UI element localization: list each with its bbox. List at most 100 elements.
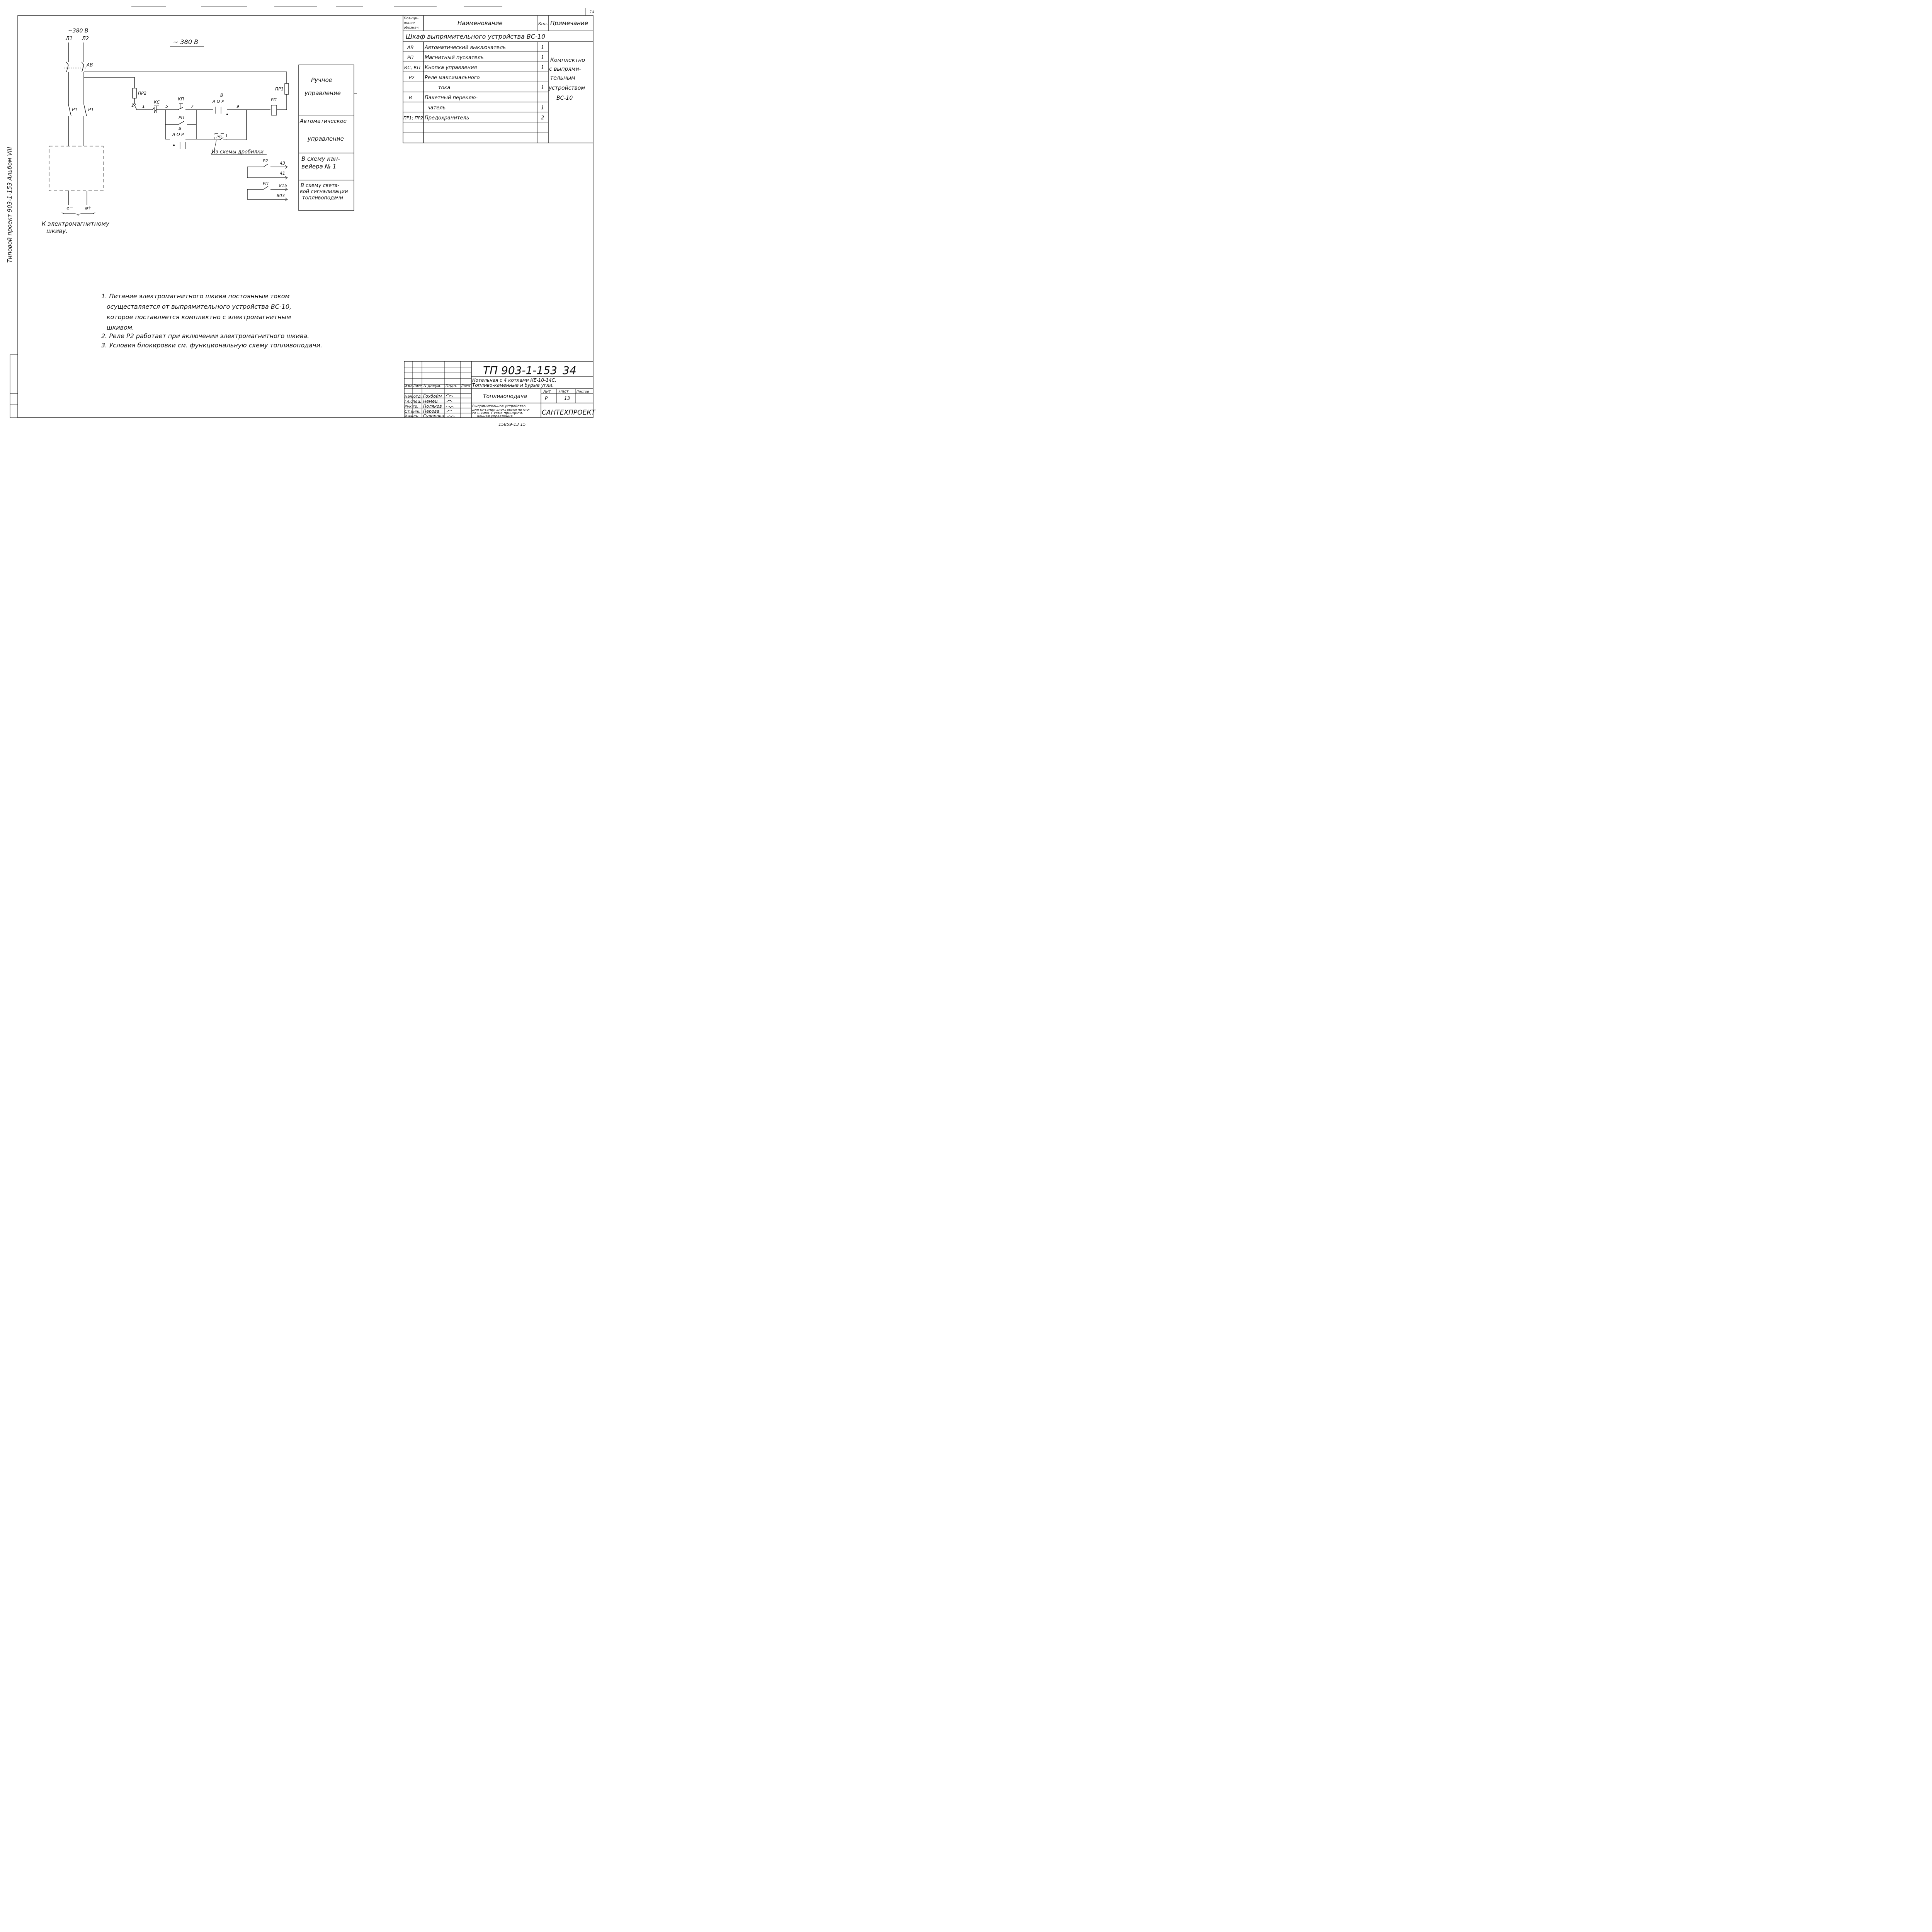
remote-contact-label: РП xyxy=(216,135,222,139)
button-ks-label: КС xyxy=(154,100,160,105)
node-9: 9 xyxy=(236,104,239,109)
wire-803: 803 xyxy=(277,193,285,198)
drawing-title-3: го шкива. Схема принципи- xyxy=(472,412,523,415)
node-1b: 1 xyxy=(142,104,145,109)
row-name: Автоматический выключатель xyxy=(424,45,506,51)
row-qty: 2 xyxy=(541,115,544,121)
row-qty: 1 xyxy=(541,65,544,71)
supply-center-voltage: ~ 380 В xyxy=(173,38,198,46)
note-1-line-2: осуществляется от выпрямительного устрой… xyxy=(107,303,291,310)
supply-left-voltage: ~380 В xyxy=(68,28,88,34)
mode-conveyor-2: вейера № 1 xyxy=(301,163,336,170)
lit-value: Р xyxy=(545,396,548,401)
header-pos-1: Позици- xyxy=(404,17,418,20)
group-title: Шкаф выпрямительного устройства ВС-10 xyxy=(406,33,545,40)
row-pos: АВ xyxy=(407,45,413,50)
load-caption-2: шкиву. xyxy=(46,228,68,235)
doc-number: ТП 903-1-153 xyxy=(483,364,557,377)
side-stamp: Типовой проект 903-1-153 Альбом VIII xyxy=(6,147,13,263)
power-circuit: ~380 В Л1 Л2 АВ Р1 Р1 ⌀− ⌀+ К электромаг… xyxy=(42,28,287,235)
note-1-line-4: шкивом. xyxy=(107,324,134,331)
fuse-pr2 xyxy=(132,88,137,99)
row-qty: 1 xyxy=(541,55,544,61)
mode-auto-1: Автоматическое xyxy=(299,118,347,124)
sheet-code: 34 xyxy=(563,364,577,377)
staff-name: Поляков xyxy=(423,404,442,409)
load-caption-1: К электромагнитному xyxy=(42,220,110,227)
row-pos: Р2 xyxy=(409,75,415,80)
sheet-frame xyxy=(17,15,594,418)
note-line-1: Комплектно xyxy=(550,57,585,63)
corner-mark: 14 xyxy=(590,10,595,14)
note-1-line-1: 1. Питание электромагнитного шкива посто… xyxy=(101,293,290,300)
node-1: 1 xyxy=(131,103,134,108)
rectifier-box xyxy=(49,146,104,191)
stamp-number: 15859-13 15 xyxy=(498,422,526,427)
staff-name: Гохбойм xyxy=(423,394,442,399)
switch-aop-bottom: А О Р xyxy=(172,132,184,137)
header-pos-2: онное xyxy=(404,21,415,25)
note-line-5: ВС-10 xyxy=(556,95,573,101)
remote-contact-caption: Из схемы дробилки xyxy=(212,149,264,155)
row-qty: 1 xyxy=(541,85,544,91)
mode-auto-2: управление xyxy=(307,135,344,142)
mode-signal-1: В схему света- xyxy=(301,183,340,189)
row-pos: РП xyxy=(407,55,413,60)
node-5: 5 xyxy=(165,104,168,109)
row-pos: В xyxy=(409,95,412,100)
note-line-2: с выпрями- xyxy=(549,66,581,72)
staff-name: Немец xyxy=(423,399,438,404)
col-list: Лист xyxy=(413,384,422,388)
phase-l2-label: Л2 xyxy=(82,36,89,42)
col-doc: N докум. xyxy=(423,384,441,388)
fuse-pr1-label: ПР1 xyxy=(275,87,284,92)
note-3: 3. Условия блокировки см. функциональную… xyxy=(101,342,322,349)
switch-v-bottom: В xyxy=(179,126,182,131)
sheet-label: Лист xyxy=(558,389,569,394)
staff-role: Инжен. xyxy=(405,414,420,418)
header-name: Наименование xyxy=(457,20,503,27)
note-line-3: тельным xyxy=(550,75,575,81)
staff-role: Гл.спец. xyxy=(405,400,421,404)
row-name: Предохранитель xyxy=(425,115,469,121)
staff-role: Ст.инж. xyxy=(405,410,420,414)
header-qty: Кол. xyxy=(538,21,548,26)
note-1-line-3: которое поставляется комплектно с электр… xyxy=(107,313,291,321)
notes: 1. Питание электромагнитного шкива посто… xyxy=(101,293,322,349)
drawing-title-4: альная управления xyxy=(477,415,513,418)
mode-signal-2: вой сигнализации xyxy=(300,189,348,195)
wire-815: 815 xyxy=(279,183,287,188)
title-block: Изм. Лист N докум. Подп. Дата Нач.отд. Г… xyxy=(404,361,596,418)
signatures xyxy=(446,394,455,417)
lit-label: Лит xyxy=(543,389,551,394)
fuse-pr2-label: ПР2 xyxy=(138,91,146,96)
sheet-value: 13 xyxy=(564,396,570,401)
wire-41: 41 xyxy=(280,171,285,176)
row-name: Магнитный пускатель xyxy=(425,55,484,61)
mode-table: Ручное управление Автоматическое управле… xyxy=(298,65,357,211)
mode-conveyor-1: В схему кан- xyxy=(301,155,340,162)
remote-contact-box xyxy=(214,133,227,140)
row-name: Реле максимального xyxy=(425,75,480,81)
staff-name: Суворова xyxy=(423,413,444,418)
phase-l1-label: Л1 xyxy=(65,36,73,42)
contact-r2-label: Р2 xyxy=(263,158,268,163)
section-title: Топливоподача xyxy=(483,393,527,400)
header-note: Примечание xyxy=(550,20,588,27)
row-name: Кнопка управления xyxy=(425,65,477,71)
load-brace xyxy=(61,211,95,216)
contact-rp-label: РП xyxy=(179,115,184,120)
header-pos-3: обознач. xyxy=(404,26,420,30)
project-line-2: Топливо-каменные и бурые угли. xyxy=(472,383,554,388)
drawing-title-1: Выпрямительное устройство xyxy=(472,405,526,408)
mode-manual-1: Ручное xyxy=(311,77,332,83)
row-name: Пакетный переклю- xyxy=(425,95,478,101)
switch-v-top: В xyxy=(220,93,223,98)
contact-rp2-label: РП xyxy=(263,181,269,186)
row-name: чатель xyxy=(427,105,446,111)
row-name: тока xyxy=(438,85,450,91)
col-sign: Подп. xyxy=(446,384,457,388)
organization: САНТЕХПРОЕКТ xyxy=(542,409,596,417)
staff-role: Нач.отд. xyxy=(405,395,422,399)
note-2: 2. Реле Р2 работает при включении электр… xyxy=(101,332,309,340)
